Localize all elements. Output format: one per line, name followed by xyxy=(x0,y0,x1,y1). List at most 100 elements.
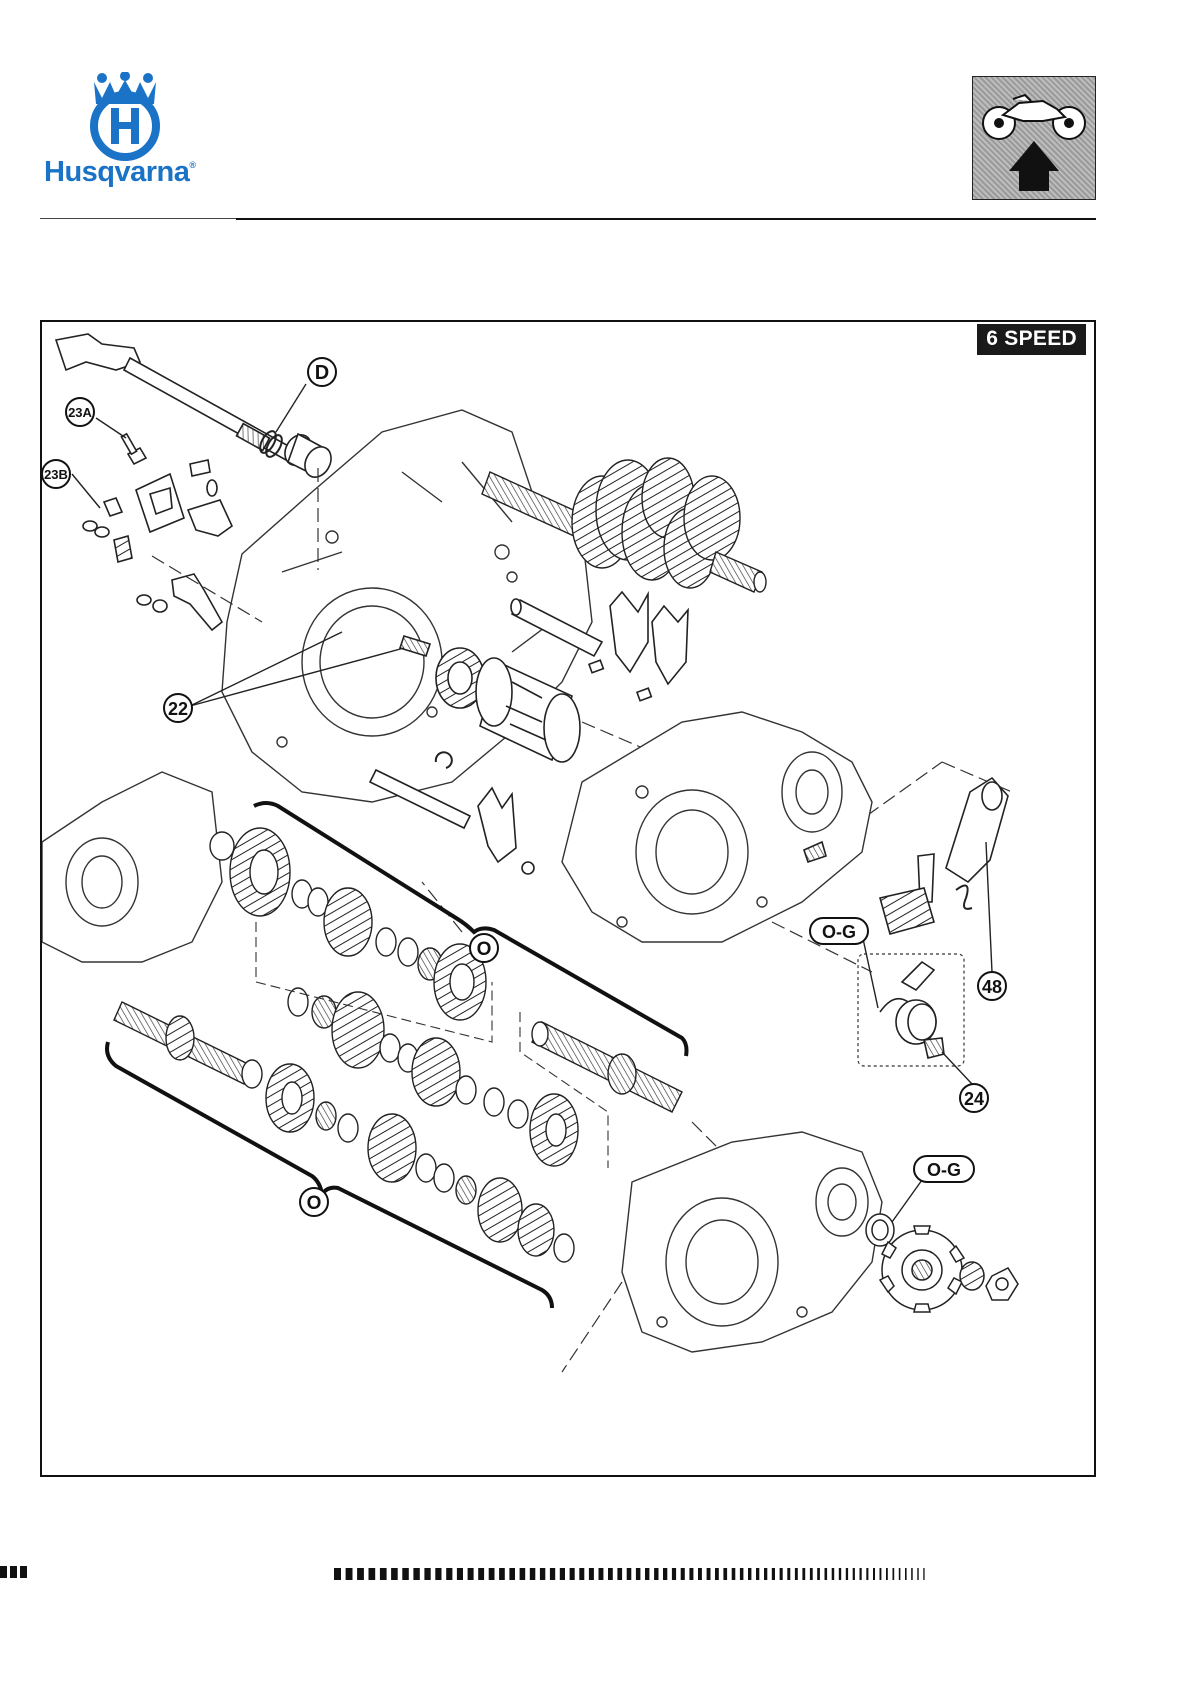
edge-bar xyxy=(654,1568,658,1580)
leader-og-1 xyxy=(862,934,878,1008)
edge-bar xyxy=(509,1568,515,1580)
edge-bar xyxy=(636,1568,641,1580)
edge-bar xyxy=(579,1568,584,1580)
edge-bar xyxy=(787,1568,790,1580)
edge-bar xyxy=(723,1568,727,1580)
edge-bar xyxy=(599,1568,604,1580)
edge-bar xyxy=(893,1568,895,1580)
edge-bar xyxy=(740,1568,744,1580)
brand-name: Husqvarna xyxy=(44,156,189,188)
motorcycle-up-arrow-icon xyxy=(972,76,1096,200)
edge-bar xyxy=(772,1568,775,1580)
callout-o-2-label: O xyxy=(307,1193,322,1214)
edge-bar xyxy=(764,1568,767,1580)
callout-23b-label: 23B xyxy=(44,467,68,482)
edge-bar xyxy=(839,1568,841,1580)
brand-wordmark: Husqvarna® xyxy=(44,156,196,189)
edge-bar xyxy=(911,1568,913,1580)
callout-d-label: D xyxy=(315,362,329,384)
edge-bar xyxy=(627,1568,632,1580)
callout-o-1: O xyxy=(470,934,498,962)
callout-48: 48 xyxy=(978,972,1006,1000)
edge-bar xyxy=(446,1568,452,1580)
header-rule-thin xyxy=(40,218,236,219)
shift-shaft xyxy=(56,334,292,460)
edge-bar xyxy=(905,1568,907,1580)
edge-bar xyxy=(530,1568,536,1580)
edge-bar xyxy=(853,1568,855,1580)
edge-bar xyxy=(923,1568,924,1580)
edge-bar xyxy=(499,1568,505,1580)
edge-bar xyxy=(825,1568,828,1580)
edge-bar xyxy=(681,1568,685,1580)
exploded-view-frame: D 23A 23B 22 48 O-G O 24 xyxy=(40,320,1096,1477)
edge-bar xyxy=(707,1568,711,1580)
edge-bar xyxy=(589,1568,594,1580)
edge-bar xyxy=(617,1568,622,1580)
edge-bar xyxy=(380,1568,387,1580)
callout-24: 24 xyxy=(960,1084,988,1112)
edge-bar xyxy=(334,1568,341,1580)
leader-og-2 xyxy=(892,1180,922,1222)
callout-og-1-label: O-G xyxy=(822,922,856,942)
callout-o-1-label: O xyxy=(477,939,492,960)
edge-bar xyxy=(860,1568,862,1580)
edge-bar xyxy=(780,1568,783,1580)
edge-bar xyxy=(391,1568,398,1580)
edge-bar xyxy=(846,1568,848,1580)
callout-d: D xyxy=(308,358,336,386)
callout-o-2: O xyxy=(300,1188,328,1216)
header-rule xyxy=(236,218,1096,220)
neutral-sensor xyxy=(880,962,944,1058)
edge-bar xyxy=(795,1568,798,1580)
callout-48-label: 48 xyxy=(982,977,1002,997)
callout-og-2-label: O-G xyxy=(927,1160,961,1180)
edge-bar xyxy=(689,1568,693,1580)
edge-bar xyxy=(560,1568,565,1580)
edge-bar xyxy=(715,1568,719,1580)
edge-bar xyxy=(732,1568,736,1580)
leader-24 xyxy=(942,1052,972,1084)
callout-22-label: 22 xyxy=(168,699,188,719)
edge-bar xyxy=(435,1568,441,1580)
callout-24-label: 24 xyxy=(964,1089,984,1109)
edge-bar xyxy=(899,1568,901,1580)
crankcase-half-right xyxy=(562,712,872,942)
shift-shaft-bushing xyxy=(280,430,337,482)
callout-23a-label: 23A xyxy=(68,405,92,420)
edge-bar xyxy=(369,1568,376,1580)
edge-bar xyxy=(672,1568,676,1580)
brand-registered-mark: ® xyxy=(189,160,195,170)
edge-bar xyxy=(424,1568,430,1580)
callout-23a: 23A xyxy=(66,398,94,426)
edge-bar xyxy=(886,1568,888,1580)
edge-bar xyxy=(810,1568,813,1580)
edge-bar xyxy=(698,1568,702,1580)
edge-bar xyxy=(866,1568,868,1580)
edge-bar xyxy=(608,1568,613,1580)
edge-bar xyxy=(880,1568,882,1580)
edge-bar xyxy=(402,1568,409,1580)
edge-bar xyxy=(570,1568,575,1580)
speed-tag: 6 SPEED xyxy=(977,324,1086,355)
edge-bar xyxy=(645,1568,649,1580)
page-edge-mark-right xyxy=(334,1568,1174,1582)
index-lever-parts xyxy=(83,434,232,630)
callout-22: 22 xyxy=(164,694,192,722)
edge-bar xyxy=(489,1568,495,1580)
callout-og-2: O-G xyxy=(914,1156,974,1182)
front-sprocket-assembly xyxy=(866,1214,1018,1312)
edge-bar xyxy=(756,1568,759,1580)
callout-23b: 23B xyxy=(42,460,70,488)
edge-bar xyxy=(917,1568,918,1580)
edge-bar xyxy=(413,1568,419,1580)
edge-bar xyxy=(748,1568,751,1580)
page-edge-mark-left xyxy=(0,1566,30,1580)
edge-bar xyxy=(357,1568,364,1580)
edge-bar xyxy=(540,1568,545,1580)
gearbox-exploded-drawing: D 23A 23B 22 48 O-G O 24 xyxy=(42,322,1094,1475)
edge-bar xyxy=(520,1568,526,1580)
edge-bar xyxy=(468,1568,474,1580)
callout-og-1: O-G xyxy=(810,918,868,944)
crankcase-half-lower xyxy=(622,1132,882,1352)
